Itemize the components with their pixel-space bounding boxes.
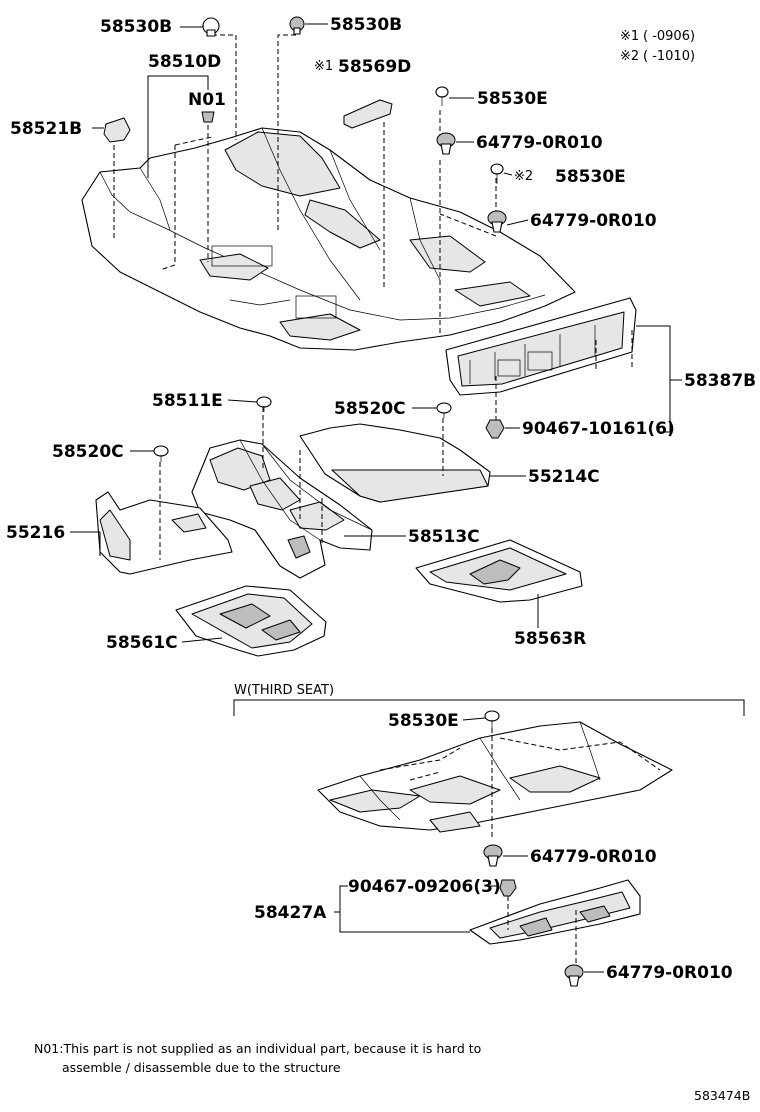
label-58569d: 58569D — [338, 57, 411, 77]
footnote-line1: N01:This part is not supplied as an indi… — [34, 1041, 481, 1056]
label-58520c-left: 58520C — [52, 442, 124, 462]
label-58530b-left: 58530B — [100, 17, 172, 37]
clip-90467-09206-icon — [499, 879, 517, 897]
footnote-line2: assemble / disassemble due to the struct… — [62, 1060, 341, 1075]
clip-58520c-left-icon — [153, 445, 169, 462]
label-58511e: 58511E — [152, 391, 223, 411]
label-58427a: 58427A — [254, 903, 327, 923]
clip-58530e-mid-icon — [490, 163, 504, 184]
label-64779-d: 64779-0R010 — [606, 963, 733, 983]
label-58563r: 58563R — [514, 629, 586, 649]
clip-58511e-icon — [256, 396, 272, 412]
tray-58561c — [175, 585, 327, 657]
floor-pad-55214c — [299, 423, 491, 503]
legend-note1-text: ( -0906) — [643, 29, 695, 44]
clip-64779-a-icon — [436, 132, 456, 155]
label-58530b-right: 58530B — [330, 15, 402, 35]
floor-silencer-58510d — [81, 127, 576, 351]
floor-silencer-third-seat — [317, 721, 673, 833]
tray-58563r — [415, 539, 583, 603]
clip-n01-icon — [201, 111, 215, 123]
legend-note1-mark: ※1 — [620, 29, 639, 44]
label-64779-b: 64779-0R010 — [530, 211, 657, 231]
label-55214c: 55214C — [528, 467, 600, 487]
third-seat-bracket — [233, 699, 745, 716]
clip-58530b-right-icon — [289, 16, 305, 35]
label-90467-10161: 90467-10161(6) — [522, 419, 675, 439]
silencer-58427a — [469, 879, 641, 945]
clip-90467-10161-icon — [485, 419, 505, 439]
diagram-id: 583474B — [694, 1088, 750, 1103]
label-58561c: 58561C — [106, 633, 178, 653]
clip-58520c-right-icon — [436, 402, 452, 418]
label-58569d-mark: ※1 — [314, 59, 333, 74]
label-58530e-bottom: 58530E — [388, 711, 459, 731]
label-64779-c: 64779-0R010 — [530, 847, 657, 867]
label-58510d: 58510D — [148, 52, 221, 72]
retainer-58569d-icon — [343, 99, 393, 129]
label-58520c-right: 58520C — [334, 399, 406, 419]
console-silencer-58513c — [191, 439, 373, 579]
legend-note2-mark: ※2 — [620, 49, 639, 64]
clip-64779-c-icon — [483, 844, 503, 867]
label-55216: 55216 — [6, 523, 65, 543]
label-58530e-mid: 58530E — [555, 167, 626, 187]
label-58530e-mid-mark: ※2 — [514, 169, 533, 184]
label-64779-a: 64779-0R010 — [476, 133, 603, 153]
label-58513c: 58513C — [408, 527, 480, 547]
clip-64779-d-icon — [564, 964, 584, 987]
label-58530e-top: 58530E — [477, 89, 548, 109]
legend-note2-text: ( -1010) — [643, 49, 695, 64]
label-90467-09206: 90467-09206(3) — [348, 877, 501, 897]
third-seat-heading: W(THIRD SEAT) — [234, 683, 334, 698]
clip-64779-b-icon — [487, 210, 507, 233]
bracket-58521b-icon — [103, 117, 131, 143]
clip-58530e-bottom-icon — [484, 710, 500, 728]
clip-58530b-left-icon — [202, 17, 220, 37]
label-n01: N01 — [188, 90, 226, 110]
label-58521b: 58521B — [10, 119, 82, 139]
clip-58530e-top-icon — [435, 86, 449, 106]
floor-pad-55216 — [95, 491, 233, 575]
label-58387b: 58387B — [684, 371, 756, 391]
rear-panel-58387b — [445, 297, 637, 396]
